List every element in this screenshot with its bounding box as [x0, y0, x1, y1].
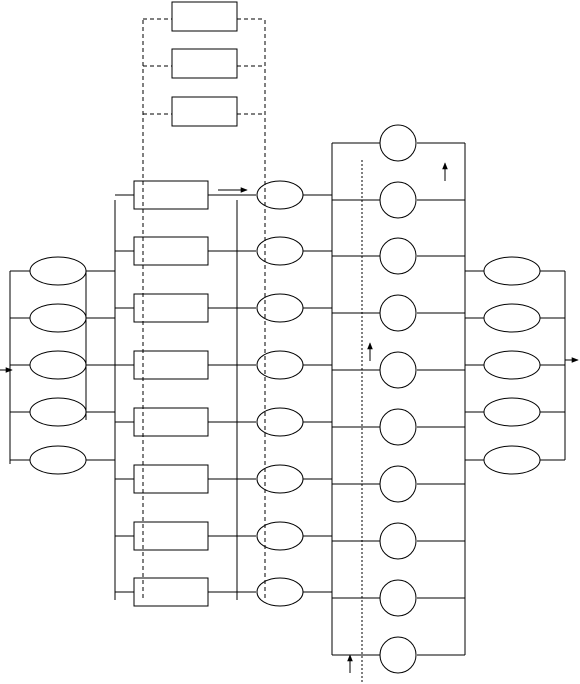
middle-rect	[133, 521, 209, 551]
output-ellipse	[483, 256, 541, 286]
right-circle	[379, 579, 417, 617]
top-stack-rect	[171, 1, 238, 32]
right-circle	[379, 408, 417, 446]
right-circle	[379, 522, 417, 560]
top-stack-rect	[171, 48, 238, 79]
right-circle	[379, 237, 417, 275]
middle-ellipse	[256, 464, 304, 494]
middle-ellipse	[256, 236, 304, 266]
output-ellipse	[483, 303, 541, 333]
output-ellipse	[483, 397, 541, 427]
middle-rect	[133, 180, 209, 210]
top-stack-rect	[171, 96, 238, 127]
input-ellipse	[29, 256, 87, 286]
right-circle	[379, 294, 417, 332]
connector-lines	[9, 18, 566, 684]
input-ellipse	[29, 445, 87, 475]
middle-ellipse	[256, 577, 304, 607]
right-circle	[379, 124, 417, 162]
middle-rect	[133, 577, 209, 607]
right-circle	[379, 465, 417, 503]
middle-rect	[133, 464, 209, 494]
middle-ellipse	[256, 180, 304, 210]
middle-ellipse	[256, 521, 304, 551]
output-ellipse	[483, 445, 541, 475]
right-circle	[379, 351, 417, 389]
diagram-shapes	[29, 1, 541, 674]
input-ellipse	[29, 350, 87, 380]
right-circle	[379, 636, 417, 674]
middle-ellipse	[256, 407, 304, 437]
middle-rect	[133, 350, 209, 380]
middle-rect	[133, 407, 209, 437]
middle-rect	[133, 293, 209, 323]
output-ellipse	[483, 350, 541, 380]
middle-rect	[133, 236, 209, 266]
right-circle	[379, 181, 417, 219]
middle-ellipse	[256, 293, 304, 323]
input-ellipse	[29, 397, 87, 427]
input-ellipse	[29, 303, 87, 333]
middle-ellipse	[256, 350, 304, 380]
diagram-arrows	[0, 162, 579, 673]
